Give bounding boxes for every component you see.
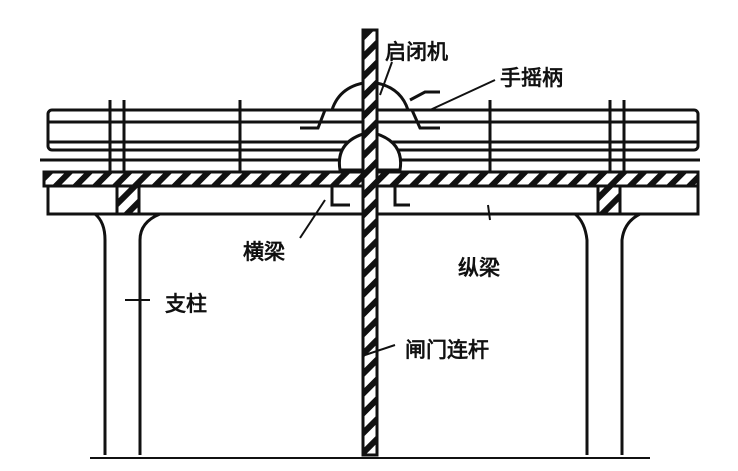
label-cross-beam: 横梁: [243, 240, 285, 264]
label-hand-crank: 手摇柄: [500, 66, 563, 90]
pillar-left: [94, 212, 161, 455]
gate-rod: [361, 28, 379, 457]
label-pillar: 支柱: [165, 292, 207, 316]
label-gate-rod: 闸门连杆: [405, 338, 489, 362]
cross-beam-left: [115, 184, 141, 216]
label-longitudinal-beam: 纵梁: [458, 256, 500, 280]
pillar-right: [574, 212, 641, 455]
label-hoist: 启闭机: [385, 40, 448, 64]
cross-beam-center: [330, 186, 410, 207]
cross-beam-right: [596, 184, 622, 216]
